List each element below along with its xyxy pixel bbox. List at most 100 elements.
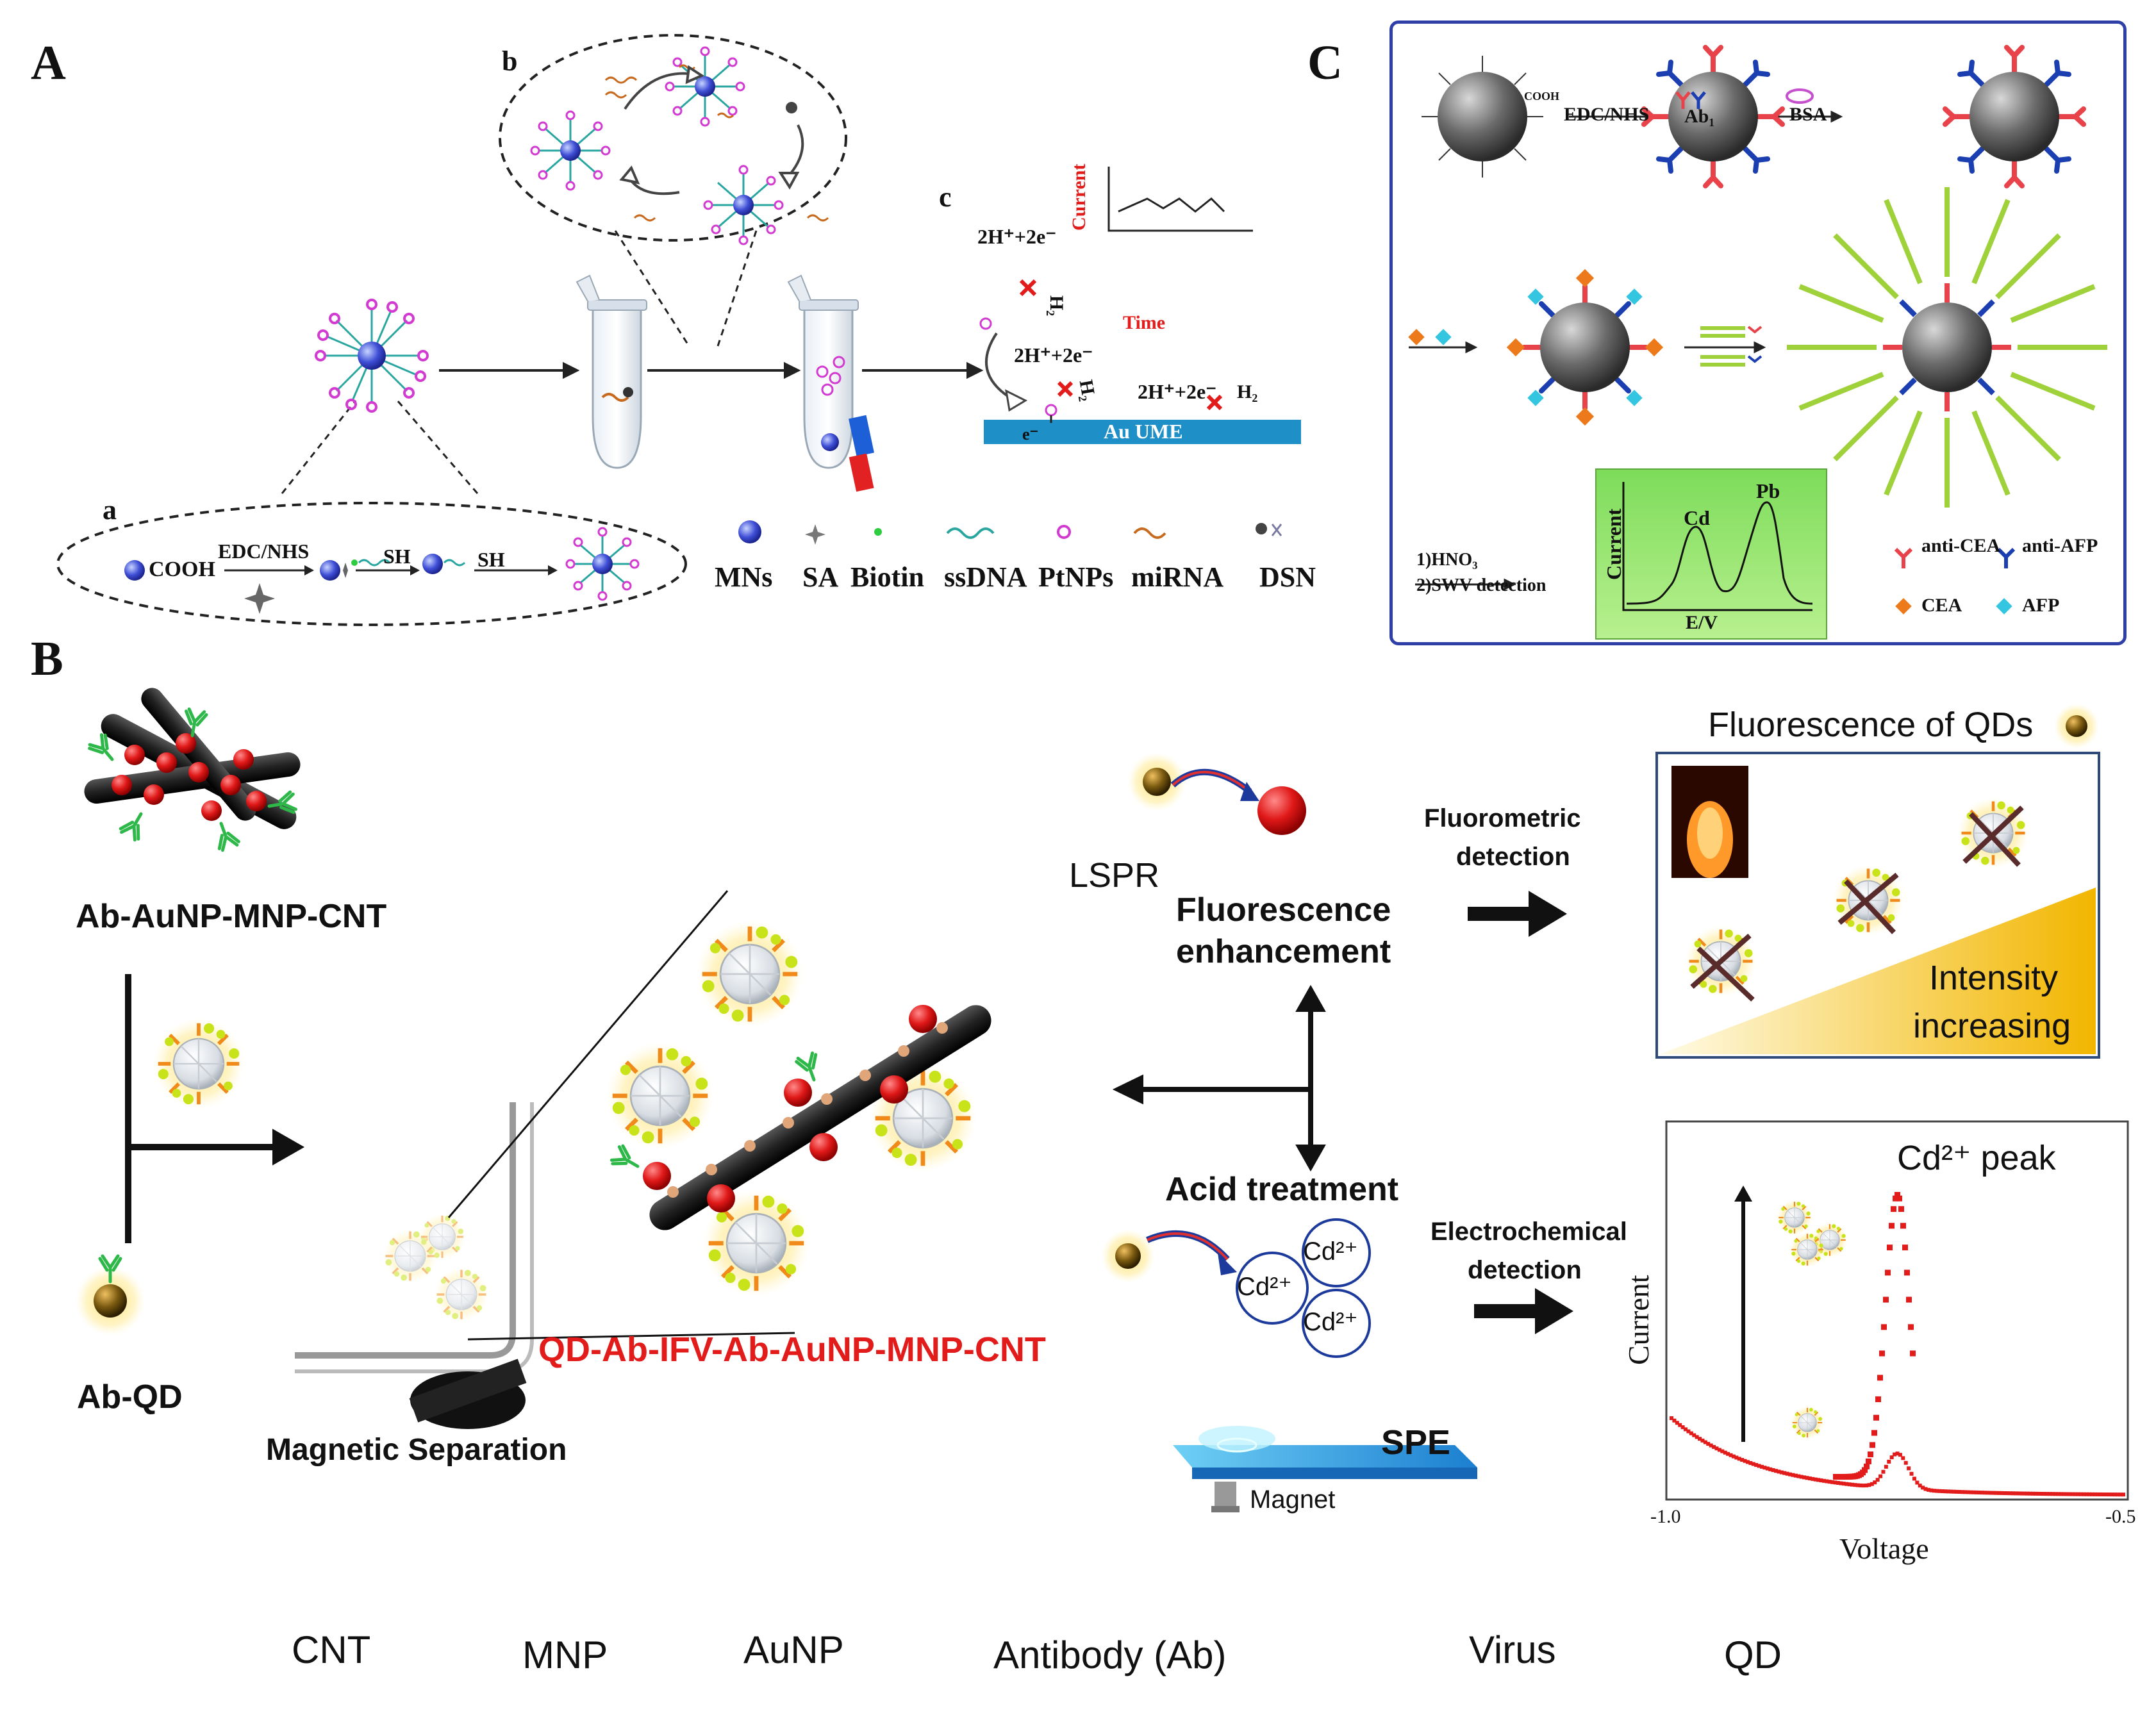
cd-ion-1: Cd²⁺ [1237,1273,1292,1301]
ec-trace-point [1881,1469,1886,1474]
qd-aggregates [1685,797,2029,1002]
ec-trace-point [1866,1458,1871,1464]
cnt-cluster [84,688,301,851]
ec-trace-point [1788,1472,1793,1476]
ec-trace-point [1879,1350,1885,1357]
ec-trace-point [1867,1483,1871,1487]
ec-trace-point [1712,1444,1716,1449]
ec-trace-point [2022,1491,2027,1496]
ec-trace-point [1706,1442,1711,1446]
label-h2-right: H₂ [1237,381,1258,402]
label-peak-pb: Pb [1756,479,1780,502]
ec-trace-point [1720,1449,1725,1453]
label-edc-nhs-c: EDC/NHS [1564,104,1650,125]
ec-trace-point [1926,1487,1930,1492]
ec-trace-point [1686,1429,1691,1434]
ec-trace-point [1875,1478,1880,1482]
ec-trace-point [2093,1492,2097,1496]
ec-trace-point [1768,1467,1773,1471]
label-intensity-2: increasing [1913,1007,2071,1045]
tube-magnetic [295,890,795,1429]
ec-trace-point [1910,1350,1916,1357]
ec-trace-point [1821,1478,1826,1483]
ec-trace-point [1731,1454,1736,1459]
ec-trace-point [1684,1427,1688,1432]
ec-trace-point [2084,1492,2089,1496]
ec-trace-point [1923,1487,1928,1491]
ec-trace-point [1791,1473,1795,1477]
ec-trace-point [1853,1483,1857,1487]
ec-trace-point [2082,1492,2086,1496]
tube-2 [787,274,874,492]
ec-trace-point [1680,1425,1685,1430]
label-voltage-axis: Voltage [1839,1532,1929,1565]
ec-trace-point [1802,1475,1807,1480]
label-electrochemical-2: detection [1468,1256,1582,1284]
ec-trace-point [1745,1460,1750,1464]
ec-trace-point [1811,1476,1815,1481]
ec-trace-point [2064,1492,2069,1496]
ec-trace-point [1912,1476,1916,1481]
ec-trace-point [2025,1491,2030,1496]
ec-trace-point [1748,1460,1753,1465]
ec-trace-point [1754,1463,1759,1468]
ec-trace-point [1861,1484,1866,1488]
ec-trace-point [1805,1476,1809,1480]
ec-trace-point [1904,1269,1910,1276]
ec-trace-point [2039,1491,2044,1496]
ec-trace-point [1963,1490,1968,1494]
ec-trace-point [1830,1480,1835,1484]
ec-trace-point [1873,1480,1877,1485]
ec-trace-point [2028,1491,2032,1496]
functionalized-mn [315,299,429,413]
ec-trace-point [1855,1483,1860,1487]
ec-trace-point [1915,1480,1920,1485]
panel-a-sub-c: c [939,181,952,213]
ec-trace-point [2116,1493,2120,1497]
ec-trace-point [1898,1206,1904,1212]
ec-trace-point [1884,1464,1888,1469]
label-fluorescence-qds: Fluorescence of QDs [1708,706,2034,744]
label-lspr: LSPR [1069,856,1160,895]
label-current-a: Current [1068,163,1090,231]
ec-trace-point [1885,1269,1891,1276]
ec-trace-point [1986,1491,1990,1495]
legend-cnt: CNT [292,1628,371,1671]
ec-trace-point [2087,1492,2092,1496]
ec-trace-point [2016,1491,2021,1496]
cd-ion-2: Cd²⁺ [1303,1237,1358,1266]
label-cooh-c: COOH [1524,90,1560,103]
ec-trace-point [1895,1192,1900,1198]
panel-c-diagram [1408,45,2107,640]
ec-trace-point [1757,1464,1761,1468]
ec-trace-point [1723,1450,1727,1455]
ec-trace-point [1878,1474,1883,1478]
ec-trace-point [2053,1492,2058,1496]
label-step1: 1)HNO₃ [1416,550,1478,570]
legend-aunp: AuNP [743,1628,844,1671]
ec-trace-point [1774,1469,1779,1473]
ec-trace-point [1891,1206,1896,1212]
legend-afp: AFP [2022,595,2060,616]
label-complex: QD-Ab-IFV-Ab-AuNP-MNP-CNT [538,1330,1046,1369]
ec-trace-point [1836,1481,1840,1485]
panel-a-diagram [56,34,1301,626]
ec-trace-point [1737,1457,1741,1461]
ec-trace-point [1935,1489,1939,1493]
ec-trace-point [1740,1458,1745,1462]
ec-trace-point [1678,1423,1682,1427]
label-swv-xaxis: E/V [1686,612,1718,633]
label-cooh: COOH [149,558,215,581]
label-swv-current: Current [1602,508,1625,580]
ec-trace-point [1743,1459,1747,1463]
bubble-b [499,34,847,242]
ec-trace-point [1895,1451,1900,1456]
ec-trace-point [1762,1466,1767,1470]
label-ab-aunp-mnp-cnt: Ab-AuNP-MNP-CNT [76,898,387,935]
ec-trace-point [1952,1489,1956,1494]
label-reaction-mid: 2H⁺+2e⁻ [1014,343,1093,367]
ec-trace-point [2000,1491,2004,1495]
ec-trace-point [1898,1453,1902,1457]
ec-trace-point [2002,1491,2007,1495]
ec-trace-point [1709,1443,1713,1448]
